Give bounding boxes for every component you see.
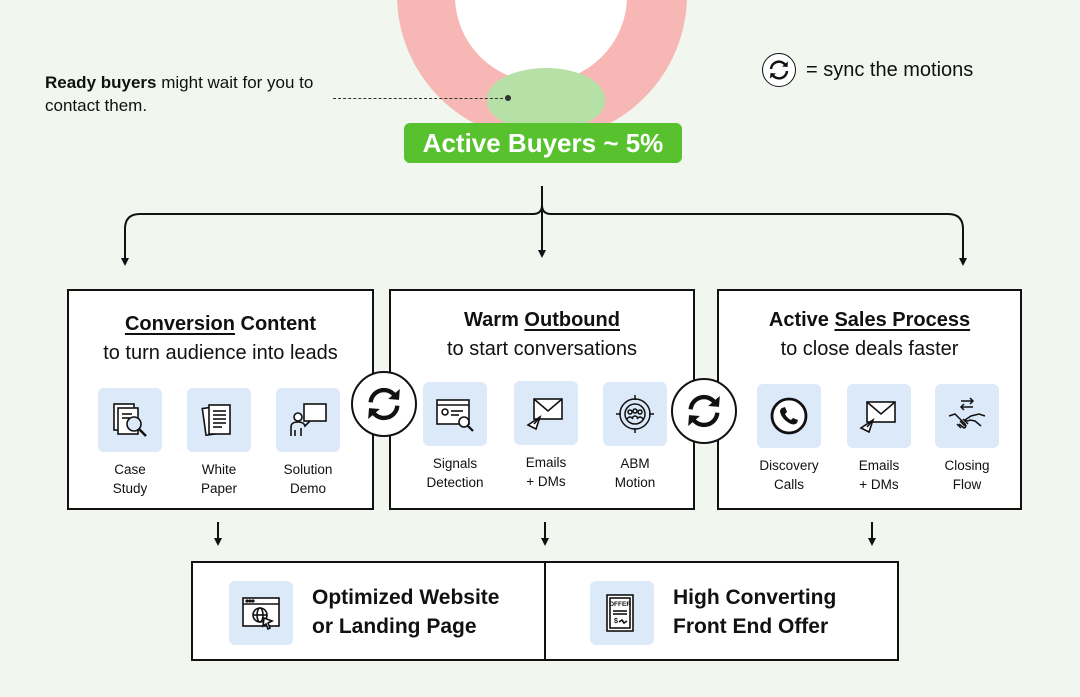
box-title: Warm Outbound [464,309,620,331]
case-study-icon [98,388,162,452]
intro-bold: Ready buyers [45,73,157,92]
legend: = sync the motions [762,53,973,87]
sync-icon [762,53,796,87]
signals-detection-icon [423,382,487,446]
email-icon [514,381,578,445]
legend-text: = sync the motions [806,58,974,81]
phone-icon [757,384,821,448]
website-icon [229,581,293,645]
svg-text:OFFER: OFFER [609,601,631,608]
item-emails-dms: Emails+ DMs [506,381,586,491]
sync-icon [351,371,417,437]
intro-rest: might wait for you to contact them. [45,73,314,115]
pointer-dot [505,95,511,101]
white-paper-icon [187,388,251,452]
solution-demo-icon [276,388,340,452]
handshake-icon [935,384,999,448]
item-emails-dms-sales: Emails+ DMs [839,384,919,494]
box-subtitle: to close deals faster [780,338,959,360]
box-title: Conversion Content [124,313,317,335]
pointer-line [333,98,508,99]
warm-outbound-box: Warm Outbound to start conversations Sig… [389,289,695,510]
active-sales-process-box: Active Sales Process to close deals fast… [717,289,1022,510]
box-subtitle: to turn audience into leads [103,342,338,364]
svg-text:$: $ [614,618,618,625]
intro-text: Ready buyers might wait for you to conta… [45,71,325,117]
conversion-content-box: Conversion Content to turn audience into… [67,289,374,510]
sync-icon [671,378,737,444]
email-icon [847,384,911,448]
abm-target-icon [603,382,667,446]
active-buyers-badge: Active Buyers ~ 5% [404,123,682,163]
box-title: Active Sales Process [768,309,971,331]
offer-document-icon: OFFER $ [590,581,654,645]
box-subtitle: to start conversations [446,338,638,360]
